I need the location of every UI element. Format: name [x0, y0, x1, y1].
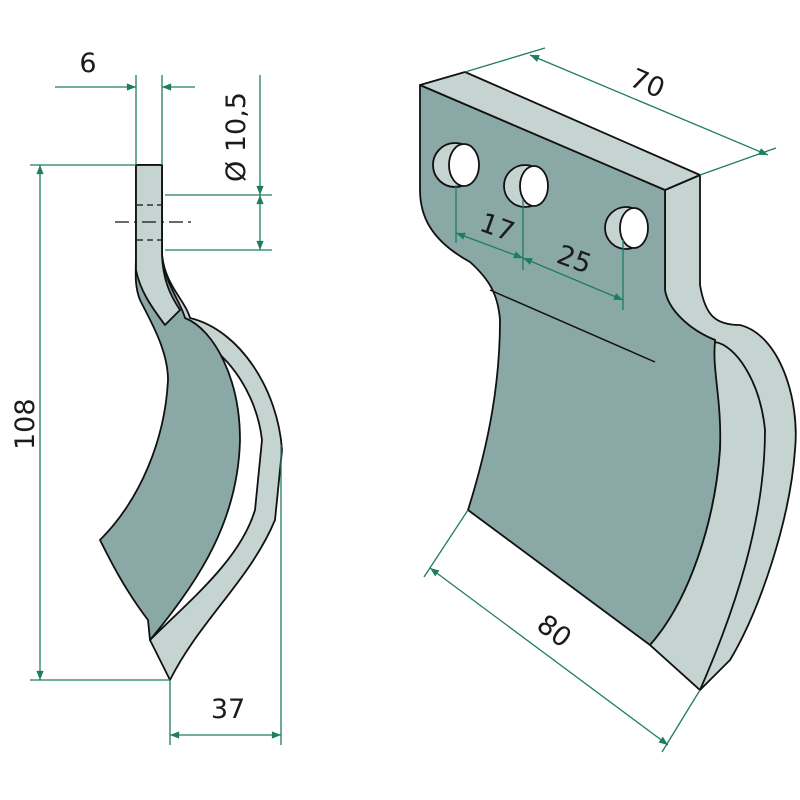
dimension-hole-diameter: Ø 10,5: [165, 75, 272, 251]
depth-label: 37: [211, 694, 245, 725]
dimension-height: 108: [10, 164, 170, 681]
hole-diameter-label: Ø 10,5: [221, 92, 252, 182]
top-width-label: 70: [625, 63, 669, 105]
dimension-thickness: 6: [55, 48, 195, 165]
isometric-view-blade: [419, 71, 797, 691]
side-view-blade: [99, 164, 283, 681]
height-label: 108: [10, 398, 41, 450]
dimension-depth: 37: [169, 445, 282, 745]
thickness-label: 6: [79, 48, 96, 79]
